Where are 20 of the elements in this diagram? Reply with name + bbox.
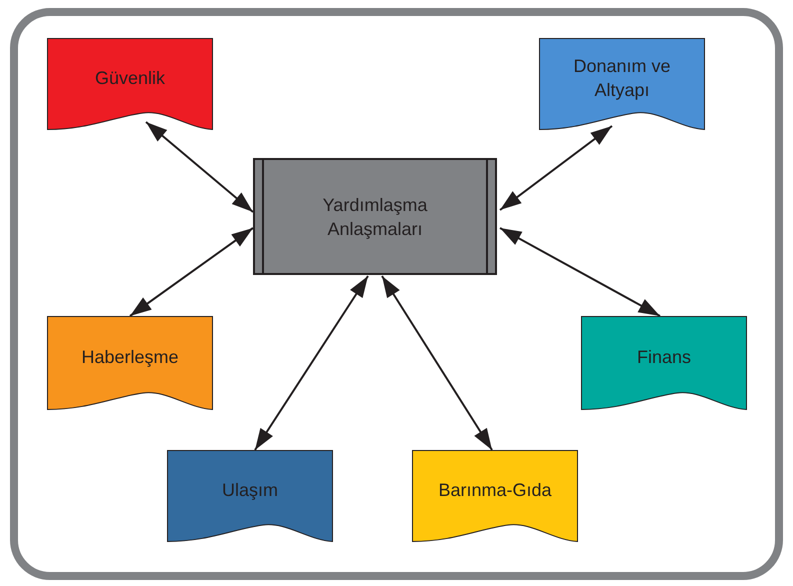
- document-shape: [47, 38, 213, 130]
- document-shape: [47, 316, 213, 410]
- document-shape: [167, 450, 333, 542]
- document-shape: [581, 316, 747, 410]
- node-label: Finans: [636, 346, 692, 369]
- double-arrow: [500, 227, 660, 317]
- node-label: Barınma-Gıda: [438, 479, 552, 502]
- document-shape: [539, 38, 705, 130]
- process-box: [253, 158, 497, 275]
- double-arrow: [499, 125, 613, 211]
- double-arrow: [145, 121, 254, 213]
- node-label: Haberleşme: [81, 346, 179, 369]
- node-label: Ulaşım: [222, 479, 278, 502]
- node-label: Yardımlaşma Anlaşmaları: [322, 194, 428, 240]
- document-shape: [412, 450, 578, 542]
- double-arrow: [129, 227, 254, 317]
- node-label: Donanım ve Altyapı: [572, 55, 672, 102]
- node-label: Güvenlik: [94, 67, 166, 90]
- double-arrow: [381, 275, 493, 451]
- double-arrow: [254, 275, 369, 451]
